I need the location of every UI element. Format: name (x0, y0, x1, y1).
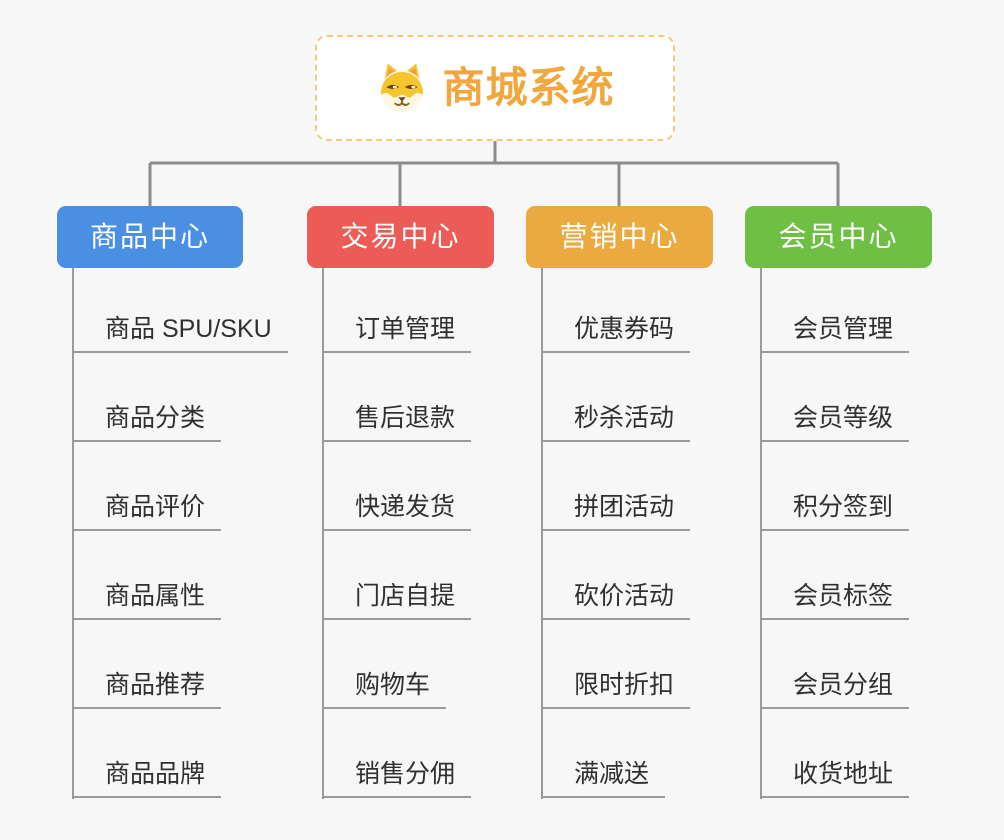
branch-trunk-line (322, 268, 324, 799)
branch-node-label: 商品中心 (89, 221, 210, 252)
branch-node-marketing-center[interactable]: 营销中心 (526, 206, 713, 268)
leaf-node-marketing-center-3[interactable]: 砍价活动 (541, 582, 691, 620)
leaf-row: 商品品牌 (72, 709, 288, 798)
leaf-node-marketing-center-2[interactable]: 拼团活动 (541, 493, 691, 531)
leaf-row: 会员等级 (760, 353, 910, 442)
leaf-row: 会员分组 (760, 620, 910, 709)
leaf-row: 商品属性 (72, 531, 288, 620)
leaf-node-member-center-5[interactable]: 收货地址 (760, 760, 910, 798)
leaf-row: 商品推荐 (72, 620, 288, 709)
leaf-node-trade-center-5[interactable]: 销售分佣 (322, 760, 472, 798)
leaf-row: 门店自提 (322, 531, 472, 620)
leaf-node-member-center-4[interactable]: 会员分组 (760, 671, 910, 709)
leaf-column-trade-center: 订单管理售后退款快递发货门店自提购物车销售分佣 (322, 264, 472, 798)
leaf-node-product-center-5[interactable]: 商品品牌 (72, 760, 222, 798)
leaf-row: 销售分佣 (322, 709, 472, 798)
leaf-row: 优惠券码 (541, 264, 691, 353)
branch-trunk-line (760, 268, 762, 799)
leaf-node-product-center-2[interactable]: 商品评价 (72, 493, 222, 531)
leaf-node-marketing-center-4[interactable]: 限时折扣 (541, 671, 691, 709)
leaf-row: 满减送 (541, 709, 690, 798)
leaf-row: 限时折扣 (541, 620, 691, 709)
branch-node-trade-center[interactable]: 交易中心 (307, 206, 494, 268)
branch-node-member-center[interactable]: 会员中心 (745, 206, 932, 268)
leaf-row: 订单管理 (322, 264, 472, 353)
leaf-row: 商品分类 (72, 353, 288, 442)
leaf-row: 积分签到 (760, 442, 910, 531)
leaf-row: 快递发货 (322, 442, 472, 531)
leaf-node-marketing-center-5[interactable]: 满减送 (541, 760, 666, 798)
leaf-node-product-center-0[interactable]: 商品 SPU/SKU (72, 315, 288, 353)
leaf-node-marketing-center-0[interactable]: 优惠券码 (541, 315, 691, 353)
leaf-row: 会员标签 (760, 531, 910, 620)
leaf-node-member-center-2[interactable]: 积分签到 (760, 493, 910, 531)
leaf-node-product-center-4[interactable]: 商品推荐 (72, 671, 222, 709)
leaf-column-member-center: 会员管理会员等级积分签到会员标签会员分组收货地址 (760, 264, 910, 798)
leaf-node-trade-center-1[interactable]: 售后退款 (322, 404, 472, 442)
branch-trunk-line (541, 268, 543, 799)
leaf-node-member-center-1[interactable]: 会员等级 (760, 404, 910, 442)
leaf-row: 购物车 (322, 620, 471, 709)
leaf-node-product-center-3[interactable]: 商品属性 (72, 582, 222, 620)
leaf-column-product-center: 商品 SPU/SKU 商品分类商品评价商品属性商品推荐商品品牌 (72, 264, 288, 798)
leaf-column-marketing-center: 优惠券码秒杀活动拼团活动砍价活动限时折扣满减送 (541, 264, 691, 798)
leaf-node-product-center-1[interactable]: 商品分类 (72, 404, 222, 442)
leaf-node-marketing-center-1[interactable]: 秒杀活动 (541, 404, 691, 442)
branch-node-label: 营销中心 (559, 221, 680, 252)
dog-face-icon (381, 63, 424, 113)
branch-node-label: 交易中心 (340, 221, 461, 252)
root-node-label: 商城系统 (442, 64, 615, 111)
leaf-row: 砍价活动 (541, 531, 691, 620)
leaf-node-member-center-3[interactable]: 会员标签 (760, 582, 910, 620)
leaf-node-trade-center-2[interactable]: 快递发货 (322, 493, 472, 531)
root-node[interactable]: 商城系统 (315, 35, 675, 141)
branch-node-product-center[interactable]: 商品中心 (57, 206, 243, 268)
leaf-row: 商品 SPU/SKU (72, 264, 288, 353)
leaf-row: 售后退款 (322, 353, 472, 442)
leaf-row: 秒杀活动 (541, 353, 691, 442)
leaf-row: 商品评价 (72, 442, 288, 531)
branch-node-label: 会员中心 (778, 221, 899, 252)
leaf-node-trade-center-0[interactable]: 订单管理 (322, 315, 472, 353)
leaf-row: 收货地址 (760, 709, 910, 798)
leaf-row: 会员管理 (760, 264, 910, 353)
leaf-node-trade-center-4[interactable]: 购物车 (322, 671, 447, 709)
branch-trunk-line (72, 268, 74, 799)
leaf-row: 拼团活动 (541, 442, 691, 531)
leaf-node-trade-center-3[interactable]: 门店自提 (322, 582, 472, 620)
leaf-node-member-center-0[interactable]: 会员管理 (760, 315, 910, 353)
